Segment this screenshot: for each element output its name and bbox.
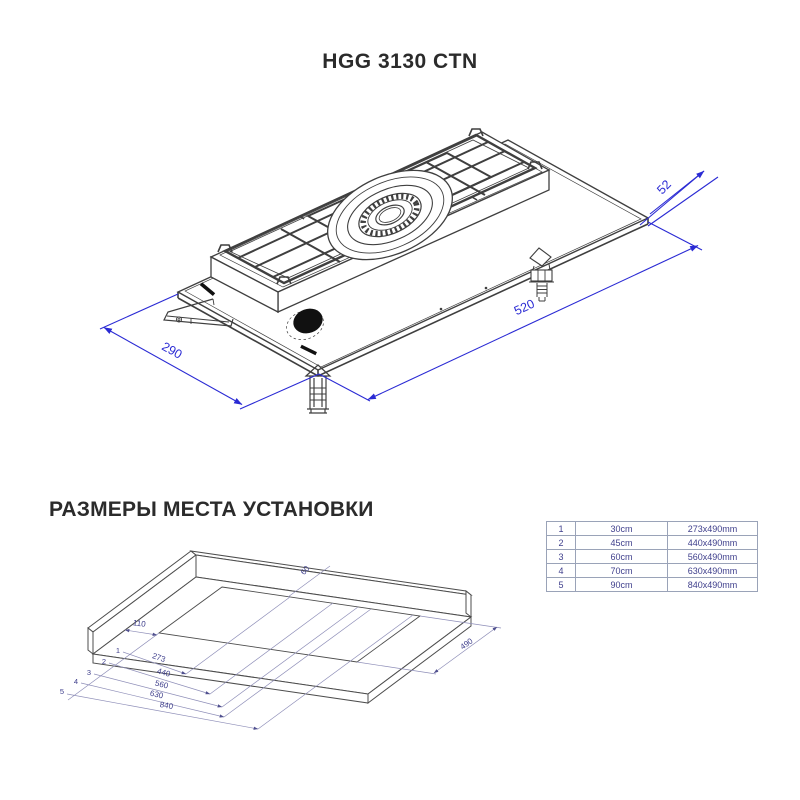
cell-cutout: 440x490mm <box>667 535 758 550</box>
cell-cutout: 840x490mm <box>667 577 758 592</box>
option-num: 3 <box>87 668 91 677</box>
dim-width-label: 520 <box>512 297 537 318</box>
table-row: 5 90cm 840x490mm <box>546 577 758 592</box>
option-num: 4 <box>74 677 78 686</box>
option-num: 1 <box>116 646 120 655</box>
width-label: 840 <box>159 700 174 711</box>
cutout-dimension-lines <box>66 565 502 730</box>
cell-size: 70cm <box>575 563 668 578</box>
option-num: 2 <box>102 657 106 666</box>
cell-num: 1 <box>546 521 576 536</box>
cell-cutout: 560x490mm <box>667 549 758 564</box>
gas-inlet-fitting <box>529 247 554 302</box>
table-row: 1 30cm 273x490mm <box>546 521 758 536</box>
front-foot <box>304 364 332 414</box>
table-row: 4 70cm 630x490mm <box>546 563 758 578</box>
cell-size: 90cm <box>575 577 668 592</box>
cell-num: 2 <box>546 535 576 550</box>
mounting-bracket <box>163 298 234 327</box>
dimension-width-520 <box>318 221 703 402</box>
dim-depth-label: 290 <box>159 339 184 361</box>
width-label: 560 <box>154 679 170 691</box>
option-num: 5 <box>60 687 64 696</box>
width-label: 273 <box>151 651 167 664</box>
burner <box>327 169 453 261</box>
page-title: HGG 3130 CTN <box>322 50 478 73</box>
dimension-depth-290 <box>99 293 320 410</box>
cell-size: 60cm <box>575 549 668 564</box>
left-offset-label: 110 <box>132 618 146 629</box>
cell-cutout: 273x490mm <box>667 521 758 536</box>
table-row: 3 60cm 560x490mm <box>546 549 758 564</box>
cutout-depth-label: 490 <box>458 636 475 651</box>
section-heading: РАЗМЕРЫ МЕСТА УСТАНОВКИ <box>49 498 374 521</box>
width-label: 630 <box>149 689 165 701</box>
dim-height-label: 52 <box>654 177 674 197</box>
cell-cutout: 630x490mm <box>667 563 758 578</box>
installation-cutout-drawing: 1 2 3 4 5 273 440 560 630 840 110 60 490 <box>60 550 502 730</box>
cutout-size-table: 1 30cm 273x490mm 2 45cm 440x490mm 3 60cm… <box>546 521 758 592</box>
hob-isometric-drawing: 290 520 52 <box>99 128 719 414</box>
rear-wall-end <box>465 589 472 619</box>
datum-line <box>67 632 160 701</box>
cell-size: 45cm <box>575 535 668 550</box>
dimension-height-52 <box>639 170 719 227</box>
cell-size: 30cm <box>575 521 668 536</box>
brand-mark <box>199 282 317 356</box>
cell-num: 3 <box>546 549 576 564</box>
table-row: 2 45cm 440x490mm <box>546 535 758 550</box>
width-label: 440 <box>156 666 172 678</box>
cell-num: 4 <box>546 563 576 578</box>
cell-num: 5 <box>546 577 576 592</box>
control-knob <box>286 308 324 341</box>
left-wall-end <box>87 626 94 656</box>
